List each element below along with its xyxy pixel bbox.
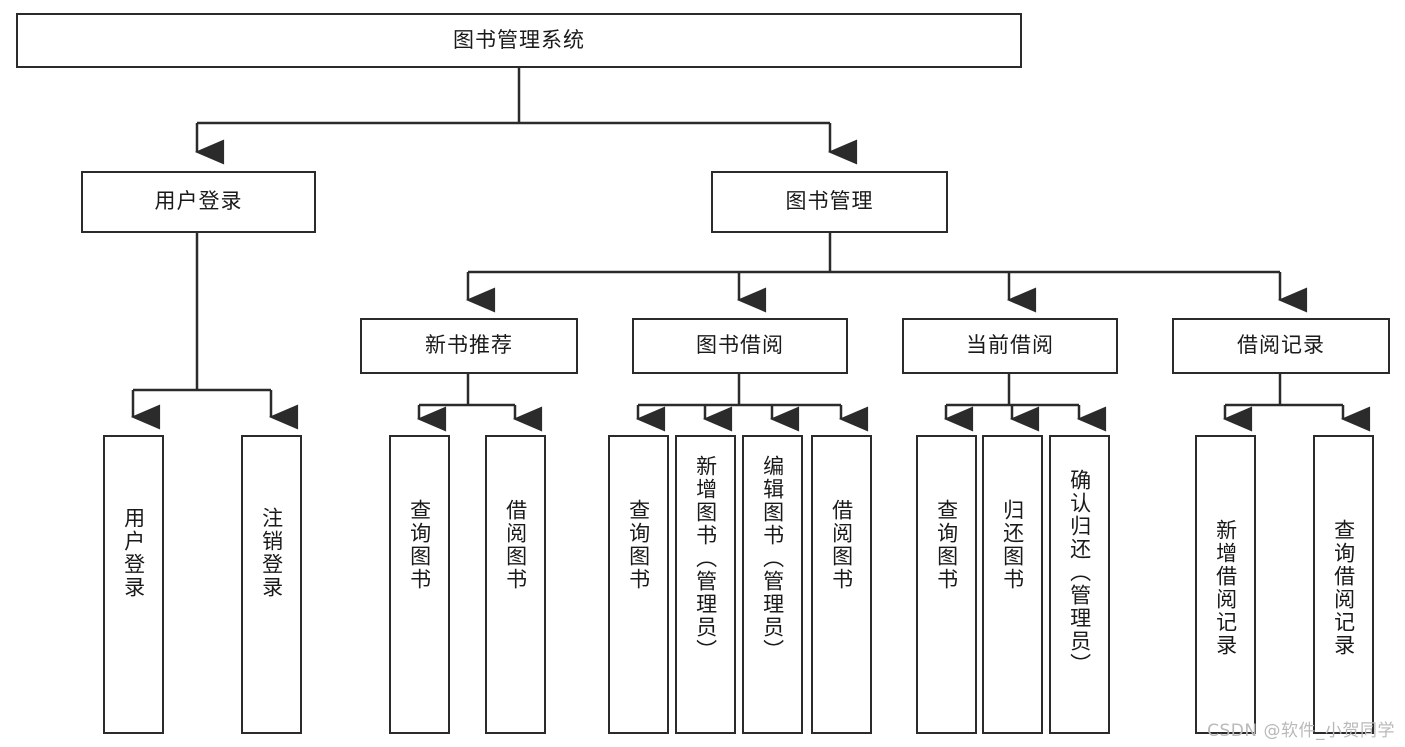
leaf-recommend-borrow-book[interactable]: 借阅图书 (485, 435, 546, 734)
node-root-system[interactable]: 图书管理系统 (16, 13, 1022, 68)
node-label: 新书推荐 (425, 333, 513, 358)
node-label: 借阅记录 (1237, 333, 1325, 358)
node-label: 图书管理系统 (453, 27, 585, 52)
node-label: 编辑图书（管理员） (760, 455, 785, 662)
leaf-record-query-record[interactable]: 查询借阅记录 (1313, 435, 1374, 734)
node-label: 注销登录 (259, 507, 284, 599)
leaf-user-login-logout[interactable]: 注销登录 (241, 435, 302, 734)
node-label: 当前借阅 (966, 333, 1054, 358)
node-book-management[interactable]: 图书管理 (711, 171, 948, 233)
node-label: 借阅图书 (829, 499, 854, 591)
leaf-current-confirm-return-admin[interactable]: 确认归还（管理员） (1049, 435, 1110, 734)
leaf-record-add-record[interactable]: 新增借阅记录 (1195, 435, 1256, 734)
node-label: 确认归还（管理员） (1067, 469, 1092, 676)
node-label: 图书借阅 (696, 333, 784, 358)
leaf-borrow-borrow-book[interactable]: 借阅图书 (811, 435, 872, 734)
node-label: 借阅图书 (503, 499, 528, 591)
node-label: 用户登录 (121, 507, 146, 599)
leaf-borrow-edit-book-admin[interactable]: 编辑图书（管理员） (742, 435, 803, 734)
leaf-recommend-query-book[interactable]: 查询图书 (389, 435, 450, 734)
node-label: 新增借阅记录 (1213, 519, 1238, 657)
node-user-login[interactable]: 用户登录 (81, 171, 316, 233)
node-label: 查询图书 (407, 499, 432, 591)
leaf-current-return-book[interactable]: 归还图书 (982, 435, 1043, 734)
node-label: 新增图书（管理员） (693, 455, 718, 662)
node-label: 归还图书 (1000, 499, 1025, 591)
leaf-current-query-book[interactable]: 查询图书 (916, 435, 977, 734)
node-label: 用户登录 (154, 189, 243, 214)
node-label: 查询借阅记录 (1331, 519, 1356, 657)
leaf-user-login-login[interactable]: 用户登录 (103, 435, 164, 734)
node-label: 图书管理 (785, 189, 874, 214)
node-new-book-recommend[interactable]: 新书推荐 (360, 318, 578, 374)
csdn-watermark: CSDN @软件_小贺同学 (1207, 721, 1395, 741)
node-current-borrow[interactable]: 当前借阅 (902, 318, 1118, 374)
node-label: 查询图书 (934, 499, 959, 591)
node-borrow-record[interactable]: 借阅记录 (1172, 318, 1390, 374)
leaf-borrow-add-book-admin[interactable]: 新增图书（管理员） (675, 435, 736, 734)
node-book-borrow[interactable]: 图书借阅 (632, 318, 848, 374)
leaf-borrow-query-book[interactable]: 查询图书 (608, 435, 669, 734)
node-label: 查询图书 (626, 499, 651, 591)
